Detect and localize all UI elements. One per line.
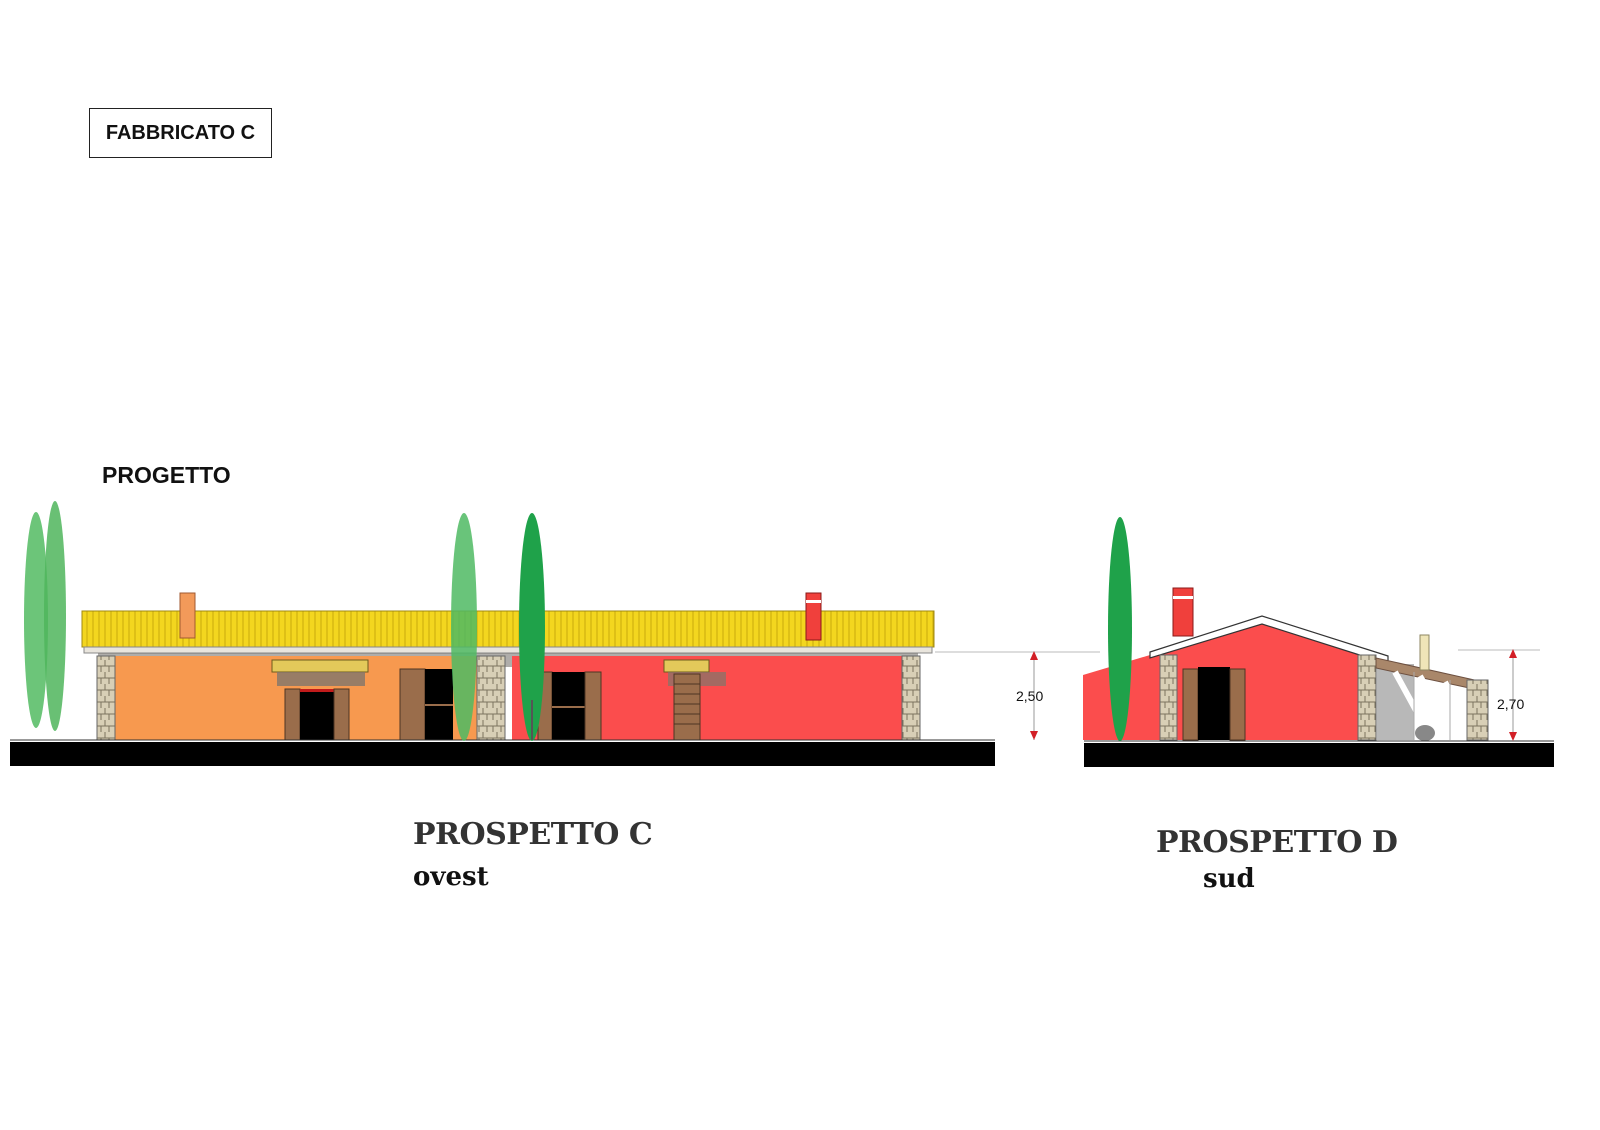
- cypress-tree: [44, 501, 66, 731]
- building-label: FABBRICATO C: [89, 108, 272, 158]
- elevation-d: [1083, 517, 1554, 767]
- elevation-d-orientation: sud: [1203, 864, 1255, 894]
- eave-c: [83, 646, 933, 654]
- stone-corner-c-right: [901, 655, 921, 741]
- stone-corner-d-right: [1357, 654, 1377, 741]
- cypress-tree: [519, 513, 545, 741]
- chimney-c-right: [805, 592, 822, 641]
- phase-label: PROGETTO: [102, 462, 231, 488]
- cypress-tree: [1108, 517, 1132, 741]
- elevation-c-orientation: ovest: [413, 862, 489, 892]
- door-c-1: [284, 688, 350, 741]
- cypress-tree: [451, 513, 477, 741]
- dimension-label-c: 2,50: [1016, 688, 1043, 704]
- chimney-d-annex: [1419, 634, 1430, 671]
- stone-pilaster-c-mid: [476, 655, 506, 741]
- cypress-tree: [24, 512, 48, 728]
- chimney-c-left: [179, 592, 196, 639]
- elevation-d-title: PROSPETTO D: [1156, 825, 1398, 860]
- awning-c-left: [271, 659, 369, 673]
- door-d: [1182, 667, 1246, 741]
- elevation-c-title: PROSPETTO C: [413, 817, 653, 852]
- stone-corner-c-left: [96, 655, 116, 741]
- ground-c: [10, 742, 995, 766]
- door-c-3: [537, 671, 602, 741]
- dimension-d: 2,70: [1458, 649, 1540, 741]
- door-c-2: [399, 668, 453, 741]
- stone-corner-d-left: [1159, 654, 1178, 741]
- chimney-d: [1172, 587, 1194, 637]
- ground-d: [1084, 743, 1554, 767]
- awning-c-right: [663, 659, 710, 673]
- dimension-label-d: 2,70: [1497, 696, 1524, 712]
- stone-corner-d-annex: [1466, 679, 1489, 741]
- roof-c: [81, 610, 935, 648]
- door-c-4: [673, 673, 701, 741]
- elevation-c: [10, 501, 995, 766]
- dimension-c: 2,50: [935, 651, 1100, 740]
